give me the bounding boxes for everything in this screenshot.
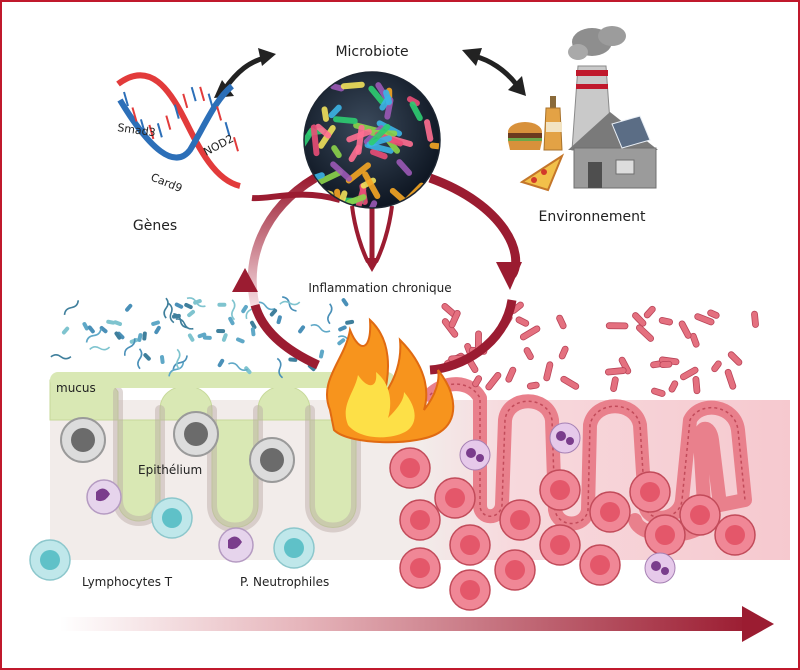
- junk-food-icon: [508, 122, 565, 192]
- gene-card9-label: Card9: [149, 171, 184, 195]
- microbiota-arrow-left: [251, 191, 341, 203]
- inflammation-cycle: [232, 173, 522, 375]
- inflamed-immune-cells: [389, 422, 756, 611]
- healthy-epithelium-top: [50, 372, 395, 388]
- lymphocytes-t-cells: [29, 497, 315, 581]
- epithelial-grey-cells: [60, 411, 295, 483]
- cycle-arrow-right: [428, 173, 521, 278]
- dna-helix-icon: [116, 72, 241, 189]
- genes-label: Gènes: [133, 218, 177, 234]
- healthy-epithelium: [49, 379, 393, 528]
- neutrophils-label: P. Neutrophiles: [240, 575, 329, 589]
- microbiote-label: Microbiote: [335, 44, 408, 60]
- epithelium-label: Epithélium: [138, 463, 202, 477]
- bacteria-sphere-icon: [303, 71, 441, 209]
- bottle-icon: [543, 96, 563, 151]
- fire-icon: [325, 317, 455, 444]
- house-icon: [568, 112, 658, 189]
- inflamed-epithelium-outline: [429, 383, 746, 525]
- gene-nod2-label: NOD2: [201, 132, 236, 159]
- progression-arrow: [60, 606, 774, 642]
- microbiota-arrow-diag2: [374, 205, 394, 263]
- double-arrow-environment: [462, 48, 526, 96]
- inflammation-label: Inflammation chronique: [308, 281, 451, 295]
- pathogenic-bacteria: [441, 301, 759, 397]
- gene-smad3-label: Smad3: [117, 121, 157, 139]
- cycle-arrow-bottom: [250, 299, 517, 375]
- double-arrow-genes: [214, 48, 276, 98]
- neutrophils-cells: [86, 479, 254, 563]
- commensal-bacteria: [50, 296, 366, 379]
- environment-label: Environnement: [539, 209, 646, 225]
- mucus-label: mucus: [56, 381, 96, 395]
- lymphocytes-label: Lymphocytes T: [82, 575, 173, 589]
- microbiota-arrow-diag1: [350, 205, 370, 263]
